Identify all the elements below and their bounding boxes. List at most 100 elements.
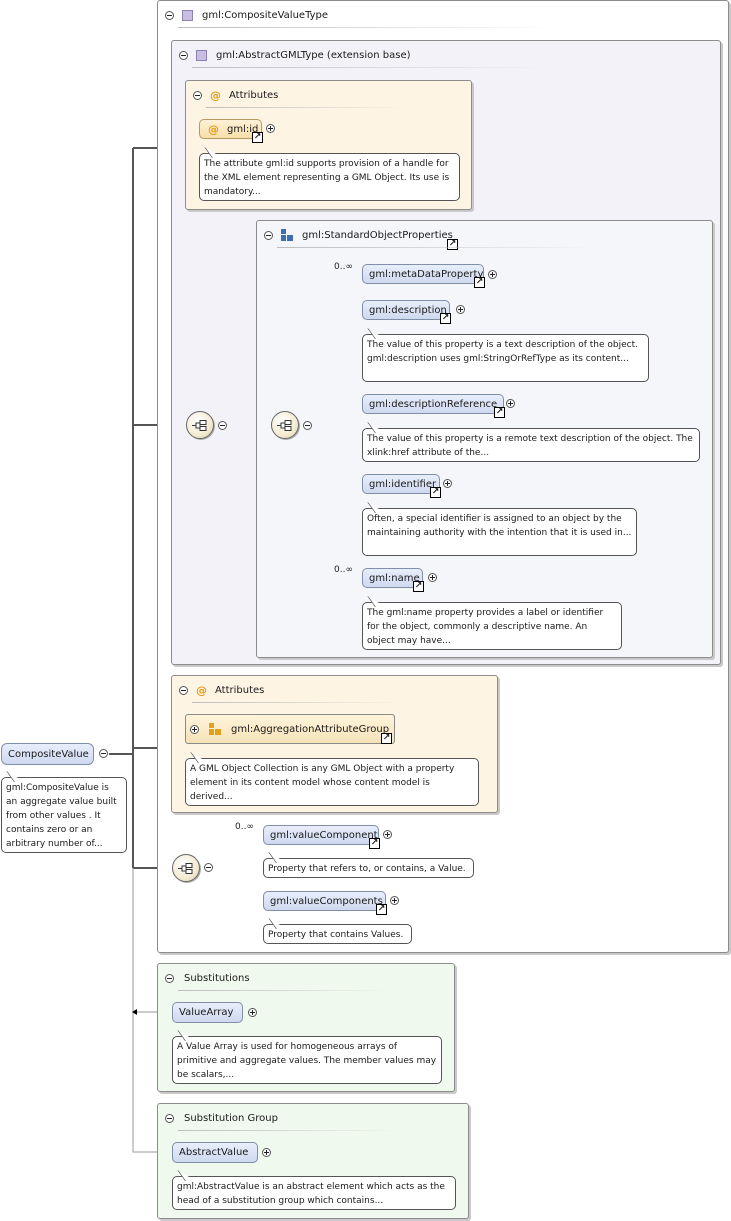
link-arrow-icon[interactable]: ↗ bbox=[376, 904, 387, 915]
attribute-icon: @ bbox=[210, 88, 221, 102]
attribute-icon: @ bbox=[208, 122, 219, 136]
attribute-gml-id-label: gml:id bbox=[227, 123, 259, 135]
title-divider bbox=[178, 990, 388, 991]
link-arrow-icon[interactable]: ↗ bbox=[474, 277, 485, 288]
element-valuearray[interactable]: ValueArray bbox=[172, 1002, 243, 1023]
expand-icon[interactable] bbox=[266, 124, 275, 133]
expand-icon[interactable] bbox=[443, 479, 452, 488]
collapse-icon[interactable] bbox=[193, 90, 202, 100]
link-arrow-icon[interactable]: ↗ bbox=[440, 313, 451, 324]
element-gml-identifier-doc: Often, a special identifier is assigned … bbox=[362, 508, 637, 556]
collapse-icon[interactable] bbox=[218, 421, 227, 430]
composite-value-type-title: gml:CompositeValueType bbox=[202, 9, 329, 21]
link-arrow-icon[interactable]: ↗ bbox=[252, 132, 263, 143]
element-abstractvalue[interactable]: AbstractValue bbox=[172, 1142, 258, 1163]
attributes-title-1: Attributes bbox=[229, 89, 279, 101]
element-label: ValueArray bbox=[179, 1007, 234, 1018]
element-gml-name[interactable]: gml:name ↗ bbox=[362, 568, 424, 592]
substitution-group-header: Substitution Group bbox=[165, 1111, 278, 1125]
expand-icon[interactable] bbox=[456, 305, 465, 314]
group-icon bbox=[281, 229, 293, 241]
element-gml-name-doc: The gml:name property provides a label o… bbox=[362, 602, 622, 650]
sequence-compositor-1[interactable] bbox=[186, 411, 214, 439]
title-divider bbox=[277, 247, 597, 248]
element-label: gml:descriptionReference bbox=[369, 398, 498, 410]
sequence-compositor-3[interactable] bbox=[172, 854, 200, 882]
element-label: gml:valueComponent bbox=[270, 829, 378, 841]
expand-icon[interactable] bbox=[488, 270, 497, 279]
sequence-compositor-2[interactable] bbox=[271, 411, 299, 439]
expand-icon[interactable] bbox=[248, 1008, 257, 1017]
collapse-icon[interactable] bbox=[264, 230, 273, 240]
expand-icon[interactable] bbox=[190, 724, 199, 734]
standard-object-properties-title: gml:StandardObjectProperties bbox=[302, 229, 453, 241]
element-valuearray-doc: A Value Array is used for homogeneous ar… bbox=[172, 1036, 442, 1084]
occurs-label: 0..∞ bbox=[334, 262, 353, 272]
element-gml-descriptionreference[interactable]: gml:descriptionReference ↗ bbox=[362, 394, 505, 418]
element-label: gml:metaDataProperty bbox=[369, 268, 484, 280]
collapse-icon[interactable] bbox=[99, 749, 108, 758]
type-icon bbox=[196, 49, 207, 61]
element-gml-metadataproperty[interactable]: gml:metaDataProperty ↗ bbox=[362, 264, 485, 288]
collapse-icon[interactable] bbox=[179, 685, 188, 695]
extension-base-header: gml:AbstractGMLType (extension base) bbox=[179, 48, 411, 62]
title-divider bbox=[178, 1130, 398, 1131]
element-gml-valuecomponent-doc: Property that refers to, or contains, a … bbox=[263, 858, 474, 878]
element-gml-description[interactable]: gml:description ↗ bbox=[362, 300, 451, 324]
expand-icon[interactable] bbox=[390, 896, 399, 905]
element-gml-valuecomponents-doc: Property that contains Values. bbox=[263, 924, 412, 944]
composite-value-type-header: gml:CompositeValueType bbox=[165, 8, 328, 22]
element-gml-valuecomponents[interactable]: gml:valueComponents ↗ bbox=[263, 891, 387, 915]
element-label: AbstractValue bbox=[179, 1147, 249, 1158]
element-gml-valuecomponent[interactable]: gml:valueComponent ↗ bbox=[263, 825, 380, 849]
attribute-group-aggregation[interactable]: gml:AggregationAttributeGroup ↗ bbox=[185, 714, 395, 744]
sequence-icon bbox=[178, 863, 193, 874]
element-label: gml:identifier bbox=[369, 478, 437, 490]
occurs-label: 0..∞ bbox=[235, 822, 254, 832]
expand-icon[interactable] bbox=[383, 830, 392, 839]
link-arrow-icon[interactable]: ↗ bbox=[430, 487, 441, 498]
attribute-gml-id[interactable]: @ gml:id ↗ bbox=[199, 119, 263, 143]
element-label: gml:description bbox=[369, 304, 447, 316]
expand-icon[interactable] bbox=[262, 1148, 271, 1157]
link-arrow-icon[interactable]: ↗ bbox=[381, 733, 392, 744]
title-divider bbox=[192, 67, 552, 68]
sequence-icon bbox=[277, 420, 292, 431]
link-arrow-icon[interactable]: ↗ bbox=[369, 838, 380, 849]
attributes-title-2: Attributes bbox=[215, 684, 265, 696]
collapse-icon[interactable] bbox=[165, 10, 174, 20]
type-icon bbox=[182, 9, 193, 21]
substitutions-title: Substitutions bbox=[184, 972, 250, 984]
collapse-icon[interactable] bbox=[165, 1113, 174, 1123]
link-arrow-icon[interactable]: ↗ bbox=[447, 239, 458, 250]
attributes-header-2: @ Attributes bbox=[179, 683, 264, 697]
element-gml-description-doc: The value of this property is a text des… bbox=[362, 334, 649, 382]
attribute-group-icon bbox=[209, 723, 221, 735]
substitutions-header: Substitutions bbox=[165, 971, 250, 985]
link-arrow-icon[interactable]: ↗ bbox=[494, 407, 505, 418]
substitution-group-title: Substitution Group bbox=[184, 1112, 278, 1124]
element-label: gml:valueComponents bbox=[270, 895, 383, 907]
expand-icon[interactable] bbox=[428, 573, 437, 582]
attributes-header-1: @ Attributes bbox=[193, 88, 278, 102]
title-divider bbox=[206, 107, 406, 108]
element-abstractvalue-doc: gml:AbstractValue is an abstract element… bbox=[172, 1176, 456, 1210]
link-arrow-icon[interactable]: ↗ bbox=[413, 581, 424, 592]
attribute-group-doc: A GML Object Collection is any GML Objec… bbox=[185, 758, 479, 806]
collapse-icon[interactable] bbox=[165, 973, 174, 983]
collapse-icon[interactable] bbox=[303, 421, 312, 430]
collapse-icon[interactable] bbox=[204, 863, 213, 872]
root-element-compositevalue[interactable]: CompositeValue bbox=[1, 743, 94, 765]
sequence-icon bbox=[192, 420, 207, 431]
attribute-group-label: gml:AggregationAttributeGroup bbox=[231, 723, 390, 735]
attribute-icon: @ bbox=[196, 683, 207, 697]
extension-base-title: gml:AbstractGMLType (extension base) bbox=[216, 49, 411, 61]
expand-icon[interactable] bbox=[506, 399, 515, 408]
root-element-doc: gml:CompositeValue is an aggregate value… bbox=[1, 777, 127, 853]
element-gml-descriptionreference-doc: The value of this property is a remote t… bbox=[362, 428, 700, 462]
title-divider bbox=[178, 27, 558, 28]
title-divider bbox=[192, 702, 402, 703]
collapse-icon[interactable] bbox=[179, 50, 188, 60]
attribute-gml-id-doc: The attribute gml:id supports provision … bbox=[199, 153, 460, 201]
element-gml-identifier[interactable]: gml:identifier ↗ bbox=[362, 474, 441, 498]
